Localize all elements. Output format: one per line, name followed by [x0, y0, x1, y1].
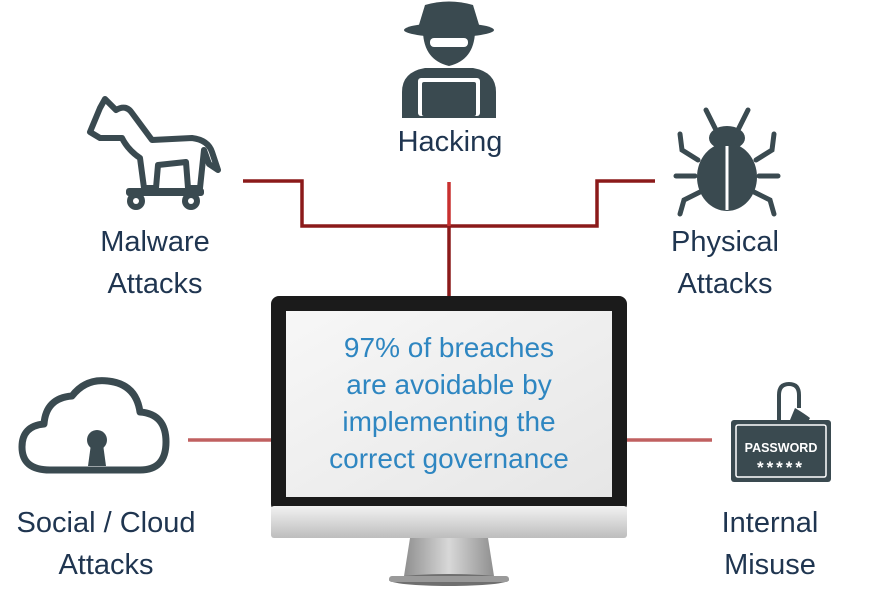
label-malware-line-2: Attacks	[107, 268, 203, 300]
label-physical-line-1: Physical	[671, 226, 779, 258]
label-internal-misuse: Internal Misuse	[690, 502, 850, 586]
label-hacking-line-1: Hacking	[397, 126, 503, 158]
label-physical-attacks: Physical Attacks	[630, 221, 820, 305]
label-malware-line-1: Malware	[100, 226, 210, 258]
monitor-icon	[271, 296, 627, 586]
password-tag-icon	[731, 381, 831, 482]
label-physical-line-2: Attacks	[677, 268, 773, 300]
trojan-horse-icon	[87, 96, 221, 210]
label-hacking: Hacking	[370, 121, 530, 163]
connector-malware-line	[243, 179, 449, 228]
screen-line-4: correct governance	[329, 443, 569, 474]
label-social-line-1: Social / Cloud	[16, 507, 196, 539]
label-internal-line-2: Misuse	[724, 549, 816, 581]
connector-physical-line	[449, 179, 655, 228]
password-word: PASSWORD	[745, 441, 818, 455]
hacker-icon	[402, 1, 496, 118]
label-social-cloud-attacks: Social / Cloud Attacks	[0, 502, 212, 586]
password-mask: *****	[757, 458, 805, 477]
screen-line-1: 97% of breaches	[343, 332, 555, 363]
screen-line-3: implementing the	[342, 406, 556, 437]
bug-icon	[673, 107, 781, 217]
monitor-screen-text: 97% of breaches are avoidable by impleme…	[286, 318, 612, 488]
screen-line-2: are avoidable by	[346, 369, 552, 400]
label-malware-attacks: Malware Attacks	[60, 221, 250, 305]
label-internal-line-1: Internal	[721, 507, 819, 539]
label-social-line-2: Attacks	[58, 549, 154, 581]
cloud-lock-icon	[18, 377, 170, 474]
